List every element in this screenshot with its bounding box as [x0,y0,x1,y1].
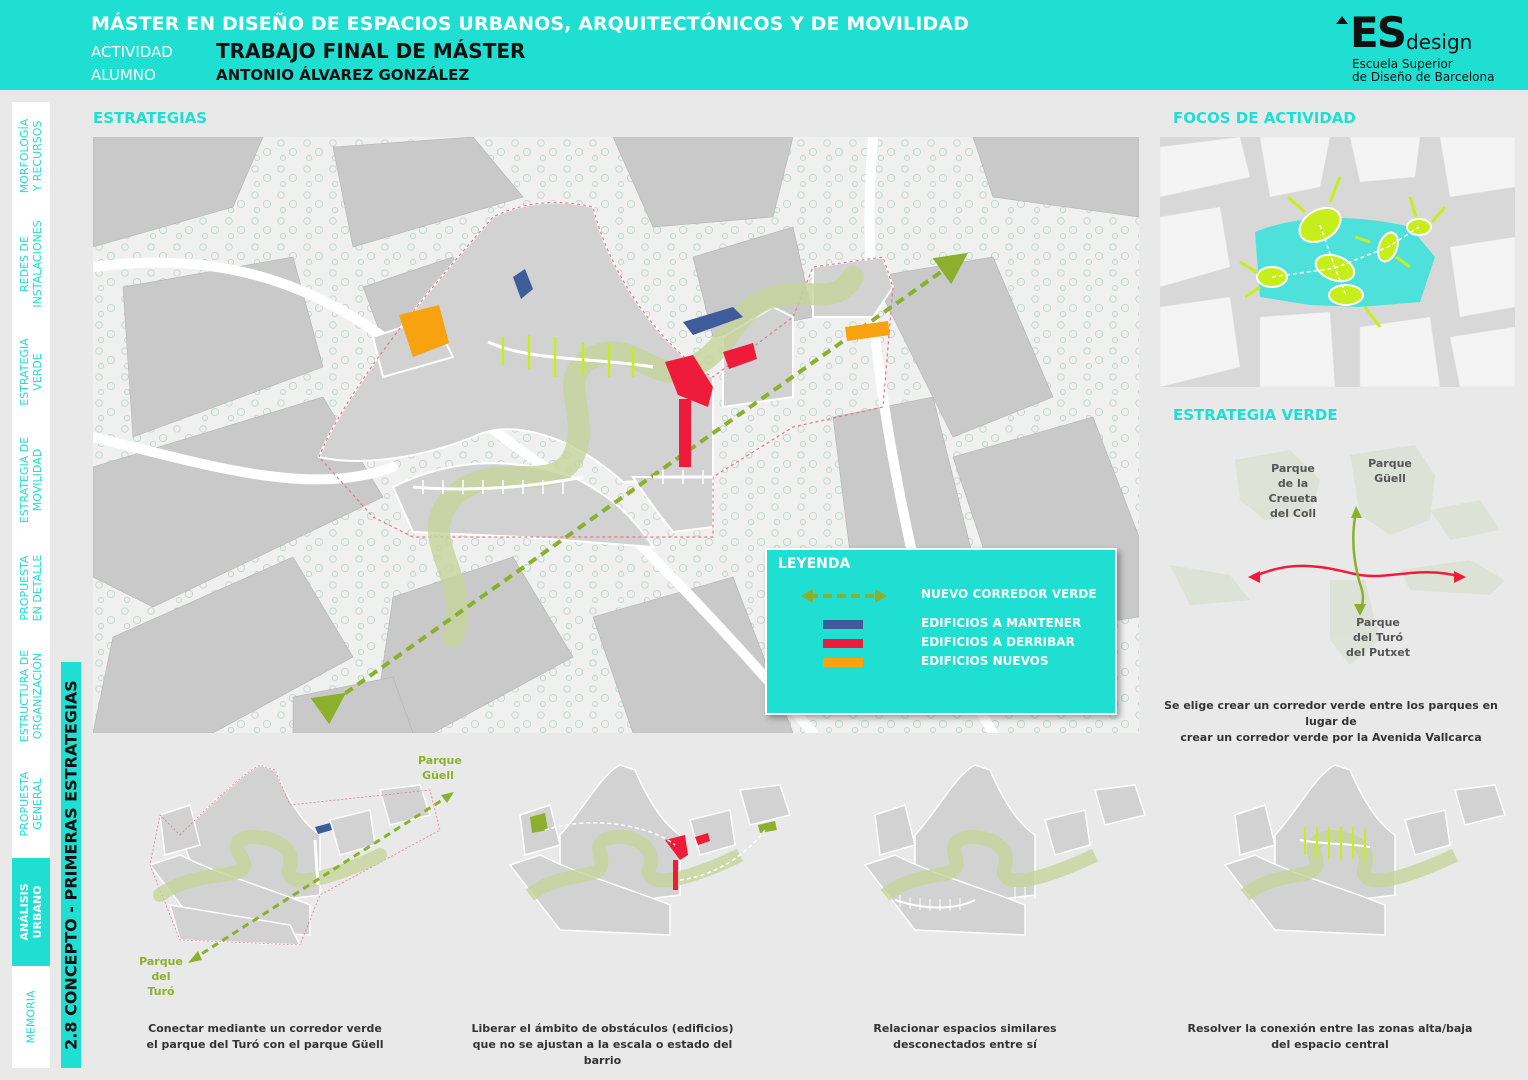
estrategias-title: ESTRATEGIAS [93,109,208,127]
legend-box: LEYENDA NUEVO CORREDOR VERDE EDIFICIOS A… [765,548,1117,715]
section-title-bar [61,662,81,1068]
building-keep [683,307,743,335]
sidebar-item-memoria[interactable]: MEMORIA [12,966,50,1068]
estrategia-verde-title: ESTRATEGIA VERDE [1173,406,1338,424]
building-demolish [679,399,691,467]
building-new [845,321,890,341]
logo-line2: de Diseño de Barcelona [1352,70,1495,84]
legend-demolish-swatch [823,639,863,648]
header-bar: MÁSTER EN DISEÑO DE ESPACIOS URBANOS, AR… [0,0,1528,90]
diagram-liberate [508,764,791,936]
master-title: MÁSTER EN DISEÑO DE ESPACIOS URBANOS, AR… [91,13,969,35]
legend-new-swatch [823,658,863,667]
diagram-connect [148,764,454,963]
legend-keep-label: EDIFICIOS A MANTENER [921,616,1082,630]
building-keep [513,269,533,299]
diagram-relate [863,764,1146,936]
logo-es: ES [1350,8,1407,57]
logo-line1: Escuela Superior [1352,57,1453,71]
building-demolish [665,355,713,407]
logo-mark-icon [1336,16,1348,24]
actividad-label: ACTIVIDAD [91,43,173,61]
activity-foci-map [1160,137,1515,387]
diagram-resolve [1223,764,1506,936]
diagram2-caption: Liberar el ámbito de obstáculos (edifici… [471,1022,734,1067]
section-title-vertical: 2.8 CONCEPTO - PRIMERAS ESTRATEGIAS [61,680,81,1050]
legend-corridor-icon [801,589,887,603]
alumno-label: ALUMNO [91,66,156,84]
focos-title: FOCOS DE ACTIVIDAD [1173,109,1356,127]
legend-keep-swatch [823,620,863,629]
green-strategy-caption: Se elige crear un corredor verde entre l… [1164,699,1498,744]
building-demolish [723,343,757,369]
building-new [399,305,449,357]
actividad-value: TRABAJO FINAL DE MÁSTER [216,39,526,63]
legend-title: LEYENDA [778,556,851,572]
legend-corridor-label: NUEVO CORREDOR VERDE [921,587,1097,601]
legend-new-label: EDIFICIOS NUEVOS [921,654,1049,668]
diagram4-caption: Resolver la conexión entre las zonas alt… [1187,1022,1473,1051]
sidebar-item-label: MEMORIA [24,990,38,1044]
green-strategy-map [1170,445,1505,665]
logo-design: design [1406,30,1473,54]
alumno-value: ANTONIO ÁLVAREZ GONZÁLEZ [216,66,470,84]
legend-demolish-label: EDIFICIOS A DERRIBAR [921,635,1075,649]
